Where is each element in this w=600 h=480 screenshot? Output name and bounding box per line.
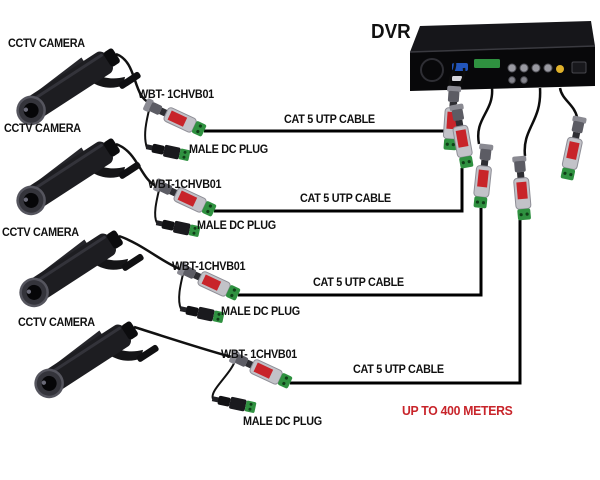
- cctv-camera-2: [9, 124, 144, 237]
- label-cable-3: CAT 5 UTP CABLE: [313, 277, 404, 289]
- dvr-side-balun-4: [511, 154, 533, 222]
- label-dc-plug-2: MALE DC PLUG: [197, 220, 276, 232]
- label-cable-4: CAT 5 UTP CABLE: [353, 364, 444, 376]
- dvr-patch-cable-5: [558, 87, 579, 118]
- male-dc-plug-2: [155, 216, 201, 238]
- power-wire-1: [144, 105, 151, 149]
- power-wire-3: [178, 269, 185, 310]
- label-balun-1: WBT- 1CHVB01: [138, 89, 214, 101]
- male-dc-plug-1: [145, 140, 191, 162]
- dvr-power-socket: [571, 61, 587, 74]
- power-wire-4: [211, 357, 237, 400]
- label-dc-plug-4: MALE DC PLUG: [243, 416, 322, 428]
- label-cable-1: CAT 5 UTP CABLE: [284, 114, 375, 126]
- dvr-terminal-block: [474, 59, 500, 68]
- label-camera-3: CCTV CAMERA: [2, 227, 79, 239]
- label-distance-note: UP TO 400 METERS: [402, 403, 513, 418]
- cat5-cable-run-3: [238, 208, 483, 297]
- label-dc-plug-1: MALE DC PLUG: [189, 144, 268, 156]
- cat5-cable-run-4: [290, 220, 522, 385]
- dvr-patch-cable-4: [523, 87, 542, 157]
- video-balun-1: [141, 96, 208, 139]
- dvr-fan-grille: [420, 58, 444, 82]
- male-dc-plug-4: [211, 392, 257, 414]
- label-camera-2: CCTV CAMERA: [4, 123, 81, 135]
- dvr-patch-cable-3: [476, 87, 494, 145]
- label-balun-2: WBT-1CHVB01: [148, 179, 222, 191]
- camera-pigtail-3: [118, 234, 181, 271]
- dvr-side-balun-5: [558, 114, 588, 182]
- dvr-patch-cable-1: [448, 61, 457, 87]
- label-camera-1: CCTV CAMERA: [8, 38, 85, 50]
- dvr-usb-port: [452, 76, 462, 81]
- label-balun-4: WBT- 1CHVB01: [221, 349, 297, 361]
- dvr-unit: [409, 21, 596, 91]
- camera-pigtail-4: [133, 325, 233, 359]
- label-cable-2: CAT 5 UTP CABLE: [300, 193, 391, 205]
- label-camera-4: CCTV CAMERA: [18, 317, 95, 329]
- cat5-cable-run-2: [214, 168, 464, 213]
- label-balun-3: WBT-1CHVB01: [172, 261, 246, 273]
- male-dc-plug-3: [179, 302, 225, 324]
- dvr-bnc-ports: [507, 63, 553, 84]
- dvr-rca-port: [556, 65, 564, 73]
- dvr-side-balun-3: [471, 142, 495, 210]
- label-dc-plug-3: MALE DC PLUG: [221, 306, 300, 318]
- label-dvr: DVR: [371, 21, 411, 43]
